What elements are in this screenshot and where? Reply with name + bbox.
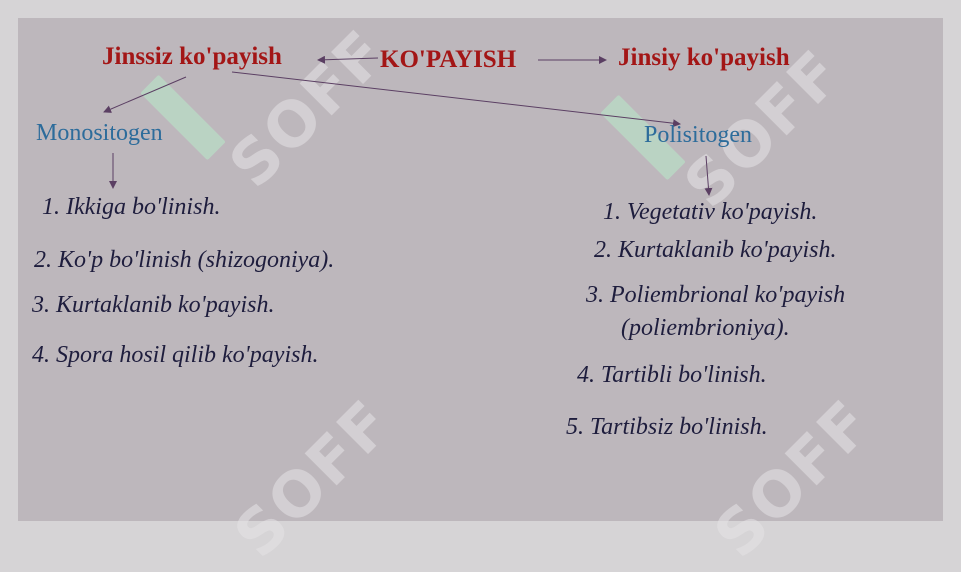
right-subtype: Polisitogen [644, 122, 753, 148]
right-list-item: 5. Tartibsiz bo'linish. [566, 414, 768, 440]
arrow-left-to-monositogen [103, 76, 187, 113]
right-branch-label: Jinsiy ko'payish [618, 44, 790, 71]
right-list-item: 3. Poliembrional ko'payish [586, 282, 846, 308]
left-list-item: 1. Ikkiga bo'linish. [42, 194, 221, 220]
arrow-title-to-left [317, 55, 379, 64]
right-list-item: 4. Tartibli bo'linish. [577, 362, 767, 388]
left-list-item: 4. Spora hosil qilib ko'payish. [32, 342, 319, 368]
left-subtype: Monositogen [36, 120, 163, 146]
connector-arrows [103, 55, 713, 196]
arrow-polisitogen-down [704, 155, 713, 196]
arrow-left-to-polisitogen [231, 71, 681, 128]
left-branch-label: Jinssiz ko'payish [102, 43, 282, 70]
right-list-item-continuation: (poliembrioniya). [621, 315, 790, 341]
right-list-item: 2. Kurtaklanib ko'payish. [594, 237, 837, 263]
left-list-item: 2. Ko'p bo'linish (shizogoniya). [34, 247, 335, 273]
right-list-item: 1. Vegetativ ko'payish. [603, 199, 818, 225]
title: KO'PAYISH [380, 46, 517, 73]
left-list-item: 3. Kurtaklanib ko'payish. [32, 292, 275, 318]
